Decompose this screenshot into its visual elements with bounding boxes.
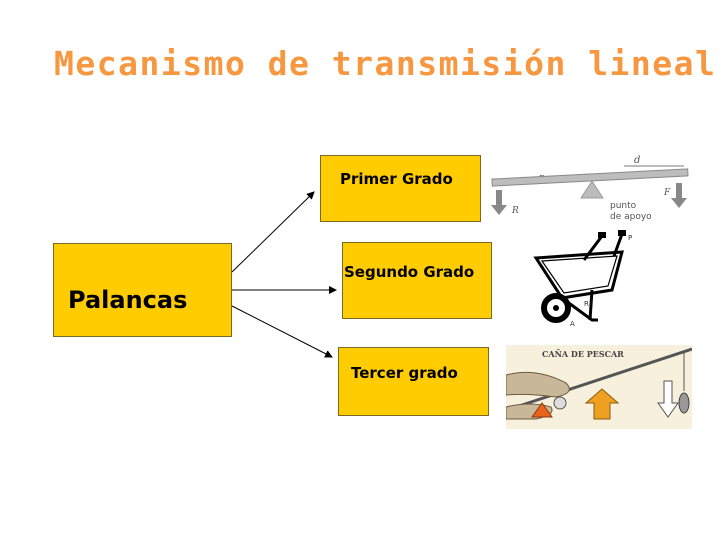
svg-text:d: d [634,155,640,166]
svg-text:A: A [570,320,575,328]
svg-text:CAÑA DE PESCAR: CAÑA DE PESCAR [542,349,624,359]
arrow-to-primer [231,191,315,273]
svg-text:R: R [511,206,519,216]
svg-text:F: F [663,188,671,198]
lever-fulcrum-icon: d r F R punto de apoyo [491,155,689,222]
svg-text:P: P [628,234,632,242]
arrow-to-tercer [231,305,333,358]
branch-box-primer-grado: Primer Grado [320,155,481,222]
branch-label: Primer Grado [340,170,453,188]
branch-box-tercer-grado: Tercer grado [338,347,489,416]
fishing-rod-icon: CAÑA DE PESCAR [506,345,692,429]
page-title: Mecanismo de transmisión lineal [54,44,717,83]
svg-text:R: R [584,300,589,308]
svg-text:de apoyo: de apoyo [610,212,652,222]
svg-text:punto: punto [610,201,637,211]
root-label: Palancas [68,286,188,314]
branch-label: Segundo Grado [344,263,475,281]
branch-label: Tercer grado [351,364,458,382]
wheelbarrow-icon: P R A [533,230,632,328]
root-box-palancas: Palancas [53,243,232,337]
branch-box-segundo-grado: Segundo Grado [342,242,492,319]
